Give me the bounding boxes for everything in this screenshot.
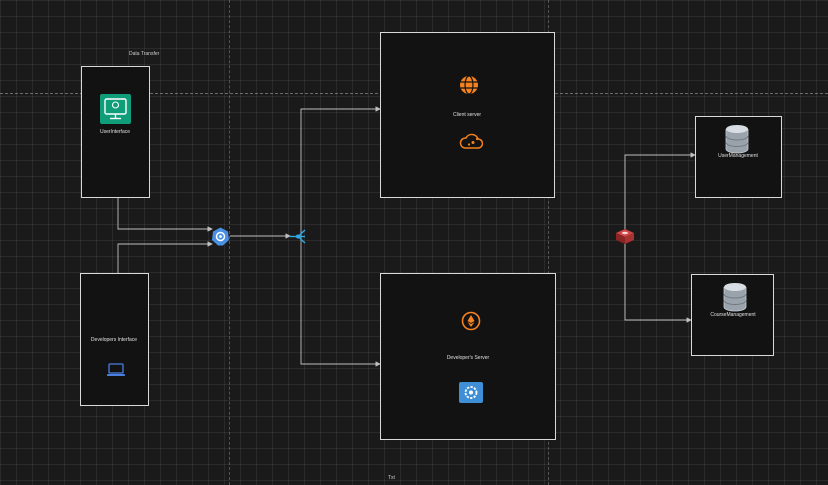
connector-balancer-to-developer	[300, 236, 381, 367]
course-management-label: CourseManagement	[710, 312, 756, 318]
connector-balancer-to-client	[300, 106, 381, 236]
developers-server-node[interactable]: Developer's Server	[380, 273, 556, 440]
laptop-icon	[107, 363, 125, 376]
database-icon	[725, 125, 749, 154]
user-management-label: UserManagement	[718, 153, 758, 159]
bottom-text-label: Txt	[388, 475, 395, 481]
load-balancer-icon[interactable]	[289, 228, 307, 245]
course-management-node[interactable]: CourseManagement	[691, 274, 774, 356]
client-server-label: Client server	[452, 112, 482, 118]
settings-gear-icon	[459, 382, 483, 403]
vertical-guide-line-right	[548, 0, 549, 485]
data-transfer-label: Data Transfer	[129, 51, 160, 57]
client-server-node[interactable]: Client server	[380, 32, 555, 198]
connector-router-to-usermgmt	[624, 152, 696, 229]
vertical-guide-line-left	[229, 0, 230, 485]
cloud-network-icon	[459, 133, 483, 149]
connector-user-to-hub	[117, 198, 213, 232]
redis-cube-icon[interactable]	[615, 228, 635, 245]
user-interface-node[interactable]: UserInterface	[81, 66, 150, 198]
developers-interface-label: Developers Interface	[90, 337, 138, 343]
connector-dev-to-hub	[117, 241, 213, 273]
user-interface-label: UserInterface	[99, 129, 131, 135]
ethereum-coin-icon	[461, 311, 481, 331]
user-management-node[interactable]: UserManagement	[695, 116, 782, 198]
hub-gear-icon[interactable]	[211, 227, 230, 246]
connector-router-to-coursemgmt	[624, 244, 692, 323]
database-icon	[723, 283, 747, 312]
developers-interface-node[interactable]: Developers Interface	[80, 273, 149, 406]
developers-server-label: Developer's Server	[446, 355, 490, 361]
globe-icon	[460, 75, 478, 95]
user-interface-monitor-icon	[100, 94, 131, 124]
